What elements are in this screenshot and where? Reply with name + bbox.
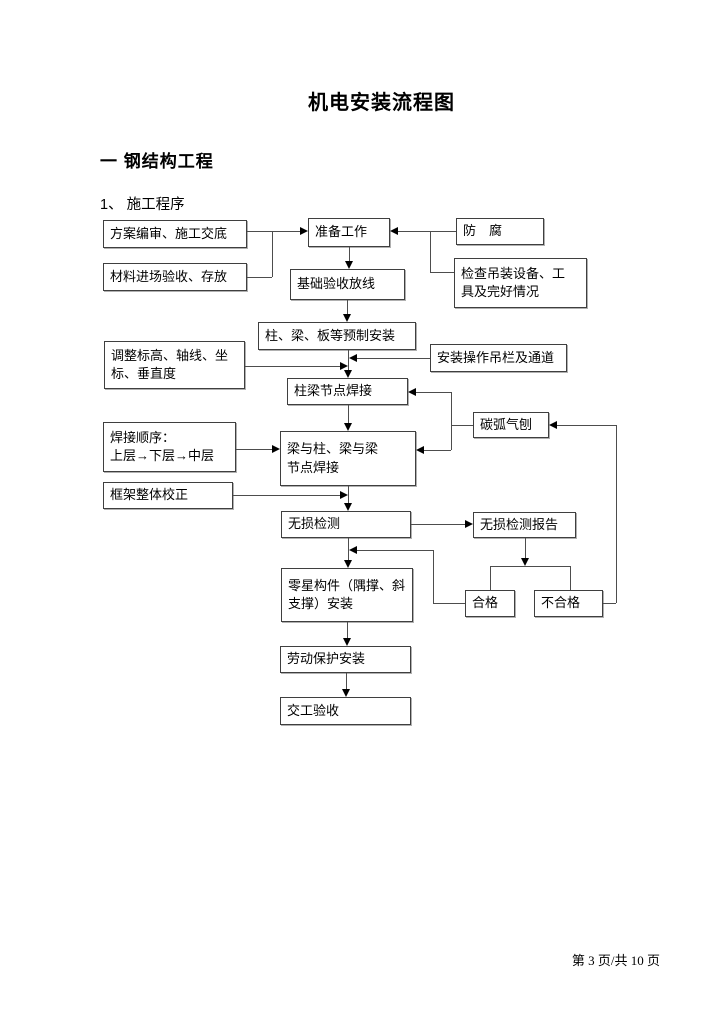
flow-line — [236, 449, 272, 450]
section-heading: 一 钢结构工程 — [100, 152, 214, 171]
flow-line — [416, 392, 451, 393]
flow-line — [357, 550, 433, 551]
flow-node-plan-review: 方案编审、施工交底 — [103, 220, 247, 248]
flow-node-acceptance: 交工验收 — [280, 697, 411, 725]
flow-line — [430, 231, 431, 272]
flow-node-weld-order: 焊接顺序： 上层→下层→中层 — [103, 422, 236, 472]
flow-node-gouging: 碳弧气刨 — [473, 412, 549, 438]
flow-line — [233, 495, 340, 496]
flow-node-frame-correct: 框架整体校正 — [103, 482, 233, 509]
flow-line — [272, 231, 300, 232]
flow-line — [603, 603, 616, 604]
arrow-down-icon — [344, 423, 352, 431]
flow-line — [357, 358, 430, 359]
arrow-down-icon — [521, 558, 529, 566]
arrow-left-icon — [349, 354, 357, 362]
arrow-down-icon — [345, 261, 353, 269]
flow-node-adjust: 调整标高、轴线、坐 标、垂直度 — [104, 341, 245, 389]
flow-node-unqualified: 不合格 — [534, 590, 603, 617]
flow-line — [348, 405, 349, 423]
flow-node-labor-protection: 劳动保护安装 — [280, 646, 411, 673]
flow-line — [349, 247, 350, 261]
flow-node-beam-weld: 梁与柱、梁与梁 节点焊接 — [280, 431, 416, 486]
flow-line — [245, 366, 340, 367]
page-title: 机电安装流程图 — [308, 92, 455, 114]
page-number: 第 3 页/共 10 页 — [571, 953, 660, 968]
flow-line — [348, 486, 349, 503]
arrow-left-icon — [549, 421, 557, 429]
arrow-down-icon — [343, 638, 351, 646]
flow-node-material-check: 材料进场验收、存放 — [103, 263, 247, 291]
arrow-down-icon — [343, 314, 351, 322]
flow-node-ndt-report: 无损检测报告 — [473, 512, 576, 538]
flow-line — [346, 673, 347, 689]
flow-line — [433, 603, 465, 604]
flow-node-prepare: 准备工作 — [308, 218, 390, 247]
arrow-left-icon — [408, 388, 416, 396]
flow-line — [616, 425, 617, 603]
arrow-right-icon — [340, 362, 348, 370]
flow-line — [424, 450, 451, 451]
flow-line — [272, 231, 273, 277]
arrow-right-icon — [340, 491, 348, 499]
flow-node-foundation: 基础验收放线 — [290, 269, 405, 300]
flow-line — [451, 392, 452, 450]
flow-line — [348, 350, 349, 370]
flow-line — [411, 524, 465, 525]
flow-node-equipment-check: 检查吊装设备、工 具及完好情况 — [454, 258, 587, 308]
flow-line — [490, 566, 491, 590]
arrow-left-icon — [390, 227, 398, 235]
flow-node-column-beam-weld: 柱梁节点焊接 — [287, 378, 408, 405]
flow-line — [433, 550, 434, 603]
arrow-right-icon — [272, 445, 280, 453]
arrow-down-icon — [344, 370, 352, 378]
flow-line — [247, 231, 272, 232]
arrow-down-icon — [344, 560, 352, 568]
flow-line — [557, 425, 616, 426]
flow-line — [247, 277, 272, 278]
flow-node-platform: 安装操作吊栏及通道 — [430, 344, 567, 372]
arrow-right-icon — [465, 520, 473, 528]
flow-node-prefab-install: 柱、梁、板等预制安装 — [258, 322, 416, 350]
flow-line — [490, 566, 570, 567]
flow-line — [348, 538, 349, 560]
flow-line — [398, 231, 456, 232]
flow-node-misc-install: 零星构件（隅撑、斜 支撑）安装 — [281, 568, 413, 622]
subsection-heading: 1、 施工程序 — [100, 197, 185, 213]
arrow-left-icon — [349, 546, 357, 554]
flow-line — [347, 622, 348, 638]
arrow-down-icon — [344, 503, 352, 511]
arrow-right-icon — [300, 227, 308, 235]
flow-line — [451, 425, 473, 426]
flow-node-ndt: 无损检测 — [281, 511, 411, 538]
flow-line — [570, 566, 571, 590]
flow-line — [525, 538, 526, 558]
flow-node-qualified: 合格 — [465, 590, 515, 617]
flow-line — [430, 272, 454, 273]
flow-line — [347, 300, 348, 314]
arrow-down-icon — [342, 689, 350, 697]
flow-node-anticorrosion: 防 腐 — [456, 218, 544, 245]
arrow-left-icon — [416, 446, 424, 454]
